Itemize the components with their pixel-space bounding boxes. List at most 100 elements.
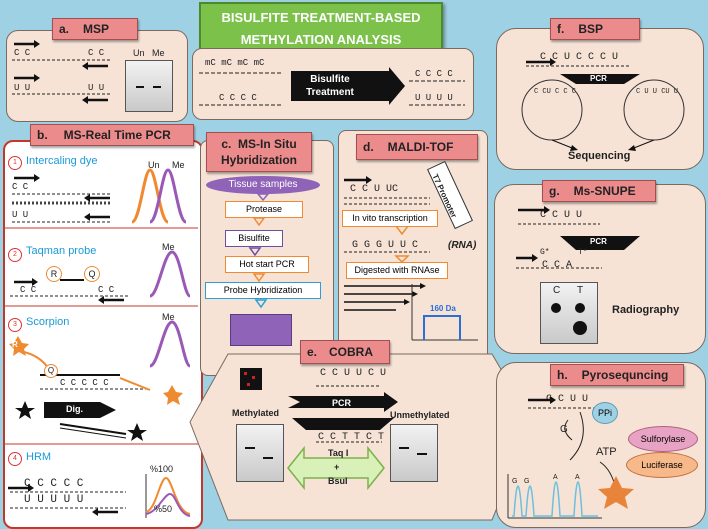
- bsp-result: Sequencing: [568, 150, 631, 162]
- snupe-pcr-label: PCR: [590, 237, 607, 246]
- msp-lane-me: Me: [152, 48, 165, 58]
- maldi-box-rnase: Digested with RNAse: [346, 262, 448, 279]
- b2-seq-1: C C: [20, 285, 37, 295]
- cobra-enzyme-bsui: BsuI: [328, 476, 348, 486]
- msp-seq-uu-2: U U: [88, 83, 105, 93]
- b3-number: 3: [8, 318, 22, 332]
- panel-b-dividers: [5, 227, 198, 445]
- snupe-seq-2: C C A: [542, 260, 573, 271]
- bsp-clone-1: C CU C C C: [534, 88, 577, 96]
- maldi-peak-label: 160 Da: [430, 304, 456, 313]
- b3-seq: C C C C C: [60, 378, 109, 388]
- b2-strands: [10, 250, 192, 304]
- snupe-spot-t1: [575, 303, 585, 313]
- b4-hrm: [8, 474, 191, 518]
- maldi-seq: C C U UC: [350, 184, 399, 195]
- b1-seq-cc: C C: [12, 182, 29, 192]
- b4-percent-50: %50: [154, 504, 173, 514]
- maldi-box-transcription: In vito transcription: [342, 210, 438, 227]
- b2-number: 2: [8, 248, 22, 262]
- panel-g-snupe: [494, 184, 706, 354]
- snupe-seq: C C U U: [540, 210, 583, 221]
- maldi-strands: [344, 176, 478, 341]
- panel-d-tag: d.MALDI-TOF: [356, 134, 478, 160]
- cobra-enzyme-taqi: Taq I: [328, 448, 349, 458]
- b1-number: 1: [8, 156, 22, 170]
- insitu-arrows: [248, 193, 270, 309]
- title-line-2: METHYLATION ANALYSIS: [240, 32, 402, 47]
- pyro-g: G: [560, 424, 568, 435]
- bisulfite-arrow-head: [389, 67, 405, 105]
- b2-seq-2: C C: [98, 285, 115, 295]
- bsp-clone-2: C U U CU U: [636, 88, 679, 96]
- panel-g-tag: g.Ms-SNUPE: [542, 180, 656, 202]
- panel-e-tag: e.COBRA: [300, 340, 390, 364]
- msp-lane-un: Un: [133, 48, 145, 58]
- pyro-ppi: PPi: [592, 402, 618, 424]
- bsp-pcr-label: PCR: [590, 74, 607, 83]
- msp-band-un: [136, 86, 144, 88]
- b1-strands: [12, 168, 187, 224]
- cobra-gel-image: [240, 368, 262, 390]
- b4-number: 4: [8, 452, 22, 466]
- bsp-seq: C C U C C C U: [540, 52, 619, 63]
- maldi-rna-seq: G G G U U C: [352, 240, 419, 251]
- pyro-luciferase: Luciferase: [626, 452, 698, 478]
- b3-quencher: Q: [44, 364, 58, 378]
- seq-u-after: U U U U: [415, 93, 453, 103]
- b3-dig: Dig.: [66, 404, 83, 414]
- insitu-step-tissue: Tissue samples: [206, 176, 320, 194]
- seq-c-after: C C C C: [415, 69, 453, 79]
- b2-quencher: Q: [84, 266, 100, 282]
- snupe-t-star: T*: [578, 248, 588, 257]
- cobra-gel-unmethylated: [390, 424, 438, 482]
- pyro-peak-a1: A: [553, 474, 558, 481]
- seq-c-top: C C C C: [219, 93, 257, 103]
- b3-title: Scorpion: [26, 316, 70, 328]
- cobra-methylated-label: Methylated: [232, 408, 280, 418]
- snupe-spot-t2: [573, 321, 587, 335]
- cobra-seq-2: C C T T C T: [318, 432, 385, 443]
- pyro-peak-a2: A: [575, 474, 580, 481]
- b3-scorpion: [9, 320, 192, 441]
- msp-seq-uu-1: U U: [14, 83, 31, 93]
- panel-d-maldi: [338, 130, 488, 368]
- seq-methyl-c: mC mC mC mC: [205, 58, 265, 68]
- b1-title: Intercaling dye: [26, 155, 98, 167]
- msp-gel: [125, 60, 173, 112]
- pyro-peak-g2: G: [524, 478, 530, 485]
- msp-seq-cc-1: C C: [14, 48, 31, 58]
- snupe-radiograph: C T: [540, 282, 598, 344]
- pyro-seq: G C U U: [546, 394, 589, 405]
- b2-label-me: Me: [162, 242, 175, 252]
- b4-title: HRM: [26, 451, 52, 463]
- panel-b-tag: b.MS-Real Time PCR: [30, 124, 194, 146]
- b3-reporter: R: [12, 340, 18, 349]
- bisulfite-treatment-arrow: Bisulfite Treatment: [291, 71, 391, 101]
- cobra-seq: C C U U C U: [320, 368, 387, 379]
- cobra-pcr-label: PCR: [332, 398, 352, 408]
- snupe-spot-c: [551, 303, 561, 313]
- cobra-unmethylated-label: Unmethylated: [390, 410, 450, 420]
- snupe-result: Radiography: [612, 304, 680, 316]
- cobra-gel-methylated: [236, 424, 284, 482]
- bisulfite-strand-lines: [199, 72, 465, 106]
- insitu-step-hybridization: Probe Hybridization: [205, 282, 321, 299]
- insitu-step-pcr: Hot start PCR: [225, 256, 309, 273]
- b1-label-un: Un: [148, 160, 160, 170]
- b4-seq-u: U U U U U: [24, 494, 84, 506]
- b4-seq-c: C C C C C: [24, 478, 84, 490]
- msp-primers: [12, 40, 110, 104]
- panel-h-tag: h.Pyrosequncing: [550, 364, 684, 386]
- maldi-rna-label: (RNA): [448, 240, 477, 251]
- insitu-result-tissue: [230, 314, 292, 346]
- b1-label-me: Me: [172, 160, 185, 170]
- panel-c-tag: c. MS-In Situ Hybridization: [206, 132, 312, 172]
- msp-band-me: [153, 86, 161, 88]
